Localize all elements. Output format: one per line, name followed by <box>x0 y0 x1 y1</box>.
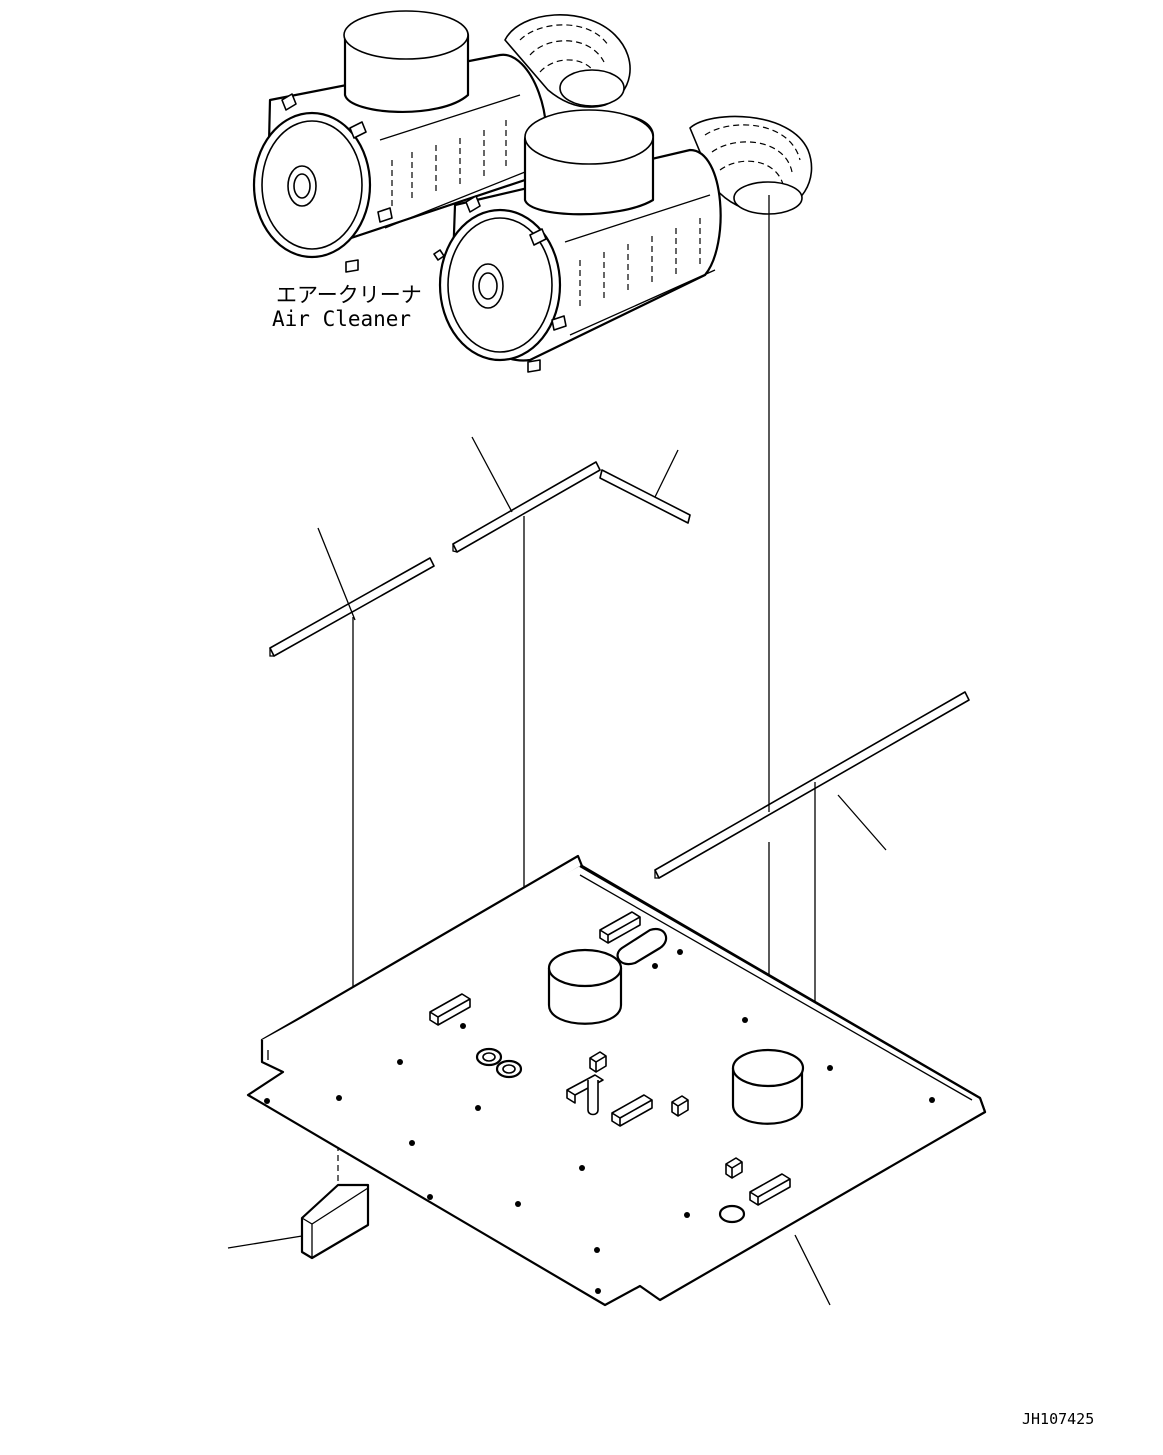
air-cleaner-rear <box>252 10 631 273</box>
base-plate <box>246 854 987 1307</box>
cylinder-mount-upper <box>547 948 623 1025</box>
seal-strip-right <box>654 691 970 879</box>
air-cleaner-front <box>433 109 813 373</box>
seal-strip-center <box>452 436 601 553</box>
drawing-code: JH107425 <box>1022 1410 1094 1428</box>
mounting-blocks <box>429 911 791 1224</box>
cylinder-mount-lower <box>731 1048 805 1125</box>
alignment-lines <box>337 195 816 1198</box>
air-cleaner-label-jp: エアークリーナ <box>276 283 422 307</box>
air-cleaner-label-en: Air Cleaner <box>272 307 411 331</box>
seal-strip-corner <box>599 449 691 524</box>
seal-strip-left <box>269 527 435 657</box>
base-plate-leader <box>794 1234 831 1306</box>
rubber-block <box>227 1183 370 1260</box>
